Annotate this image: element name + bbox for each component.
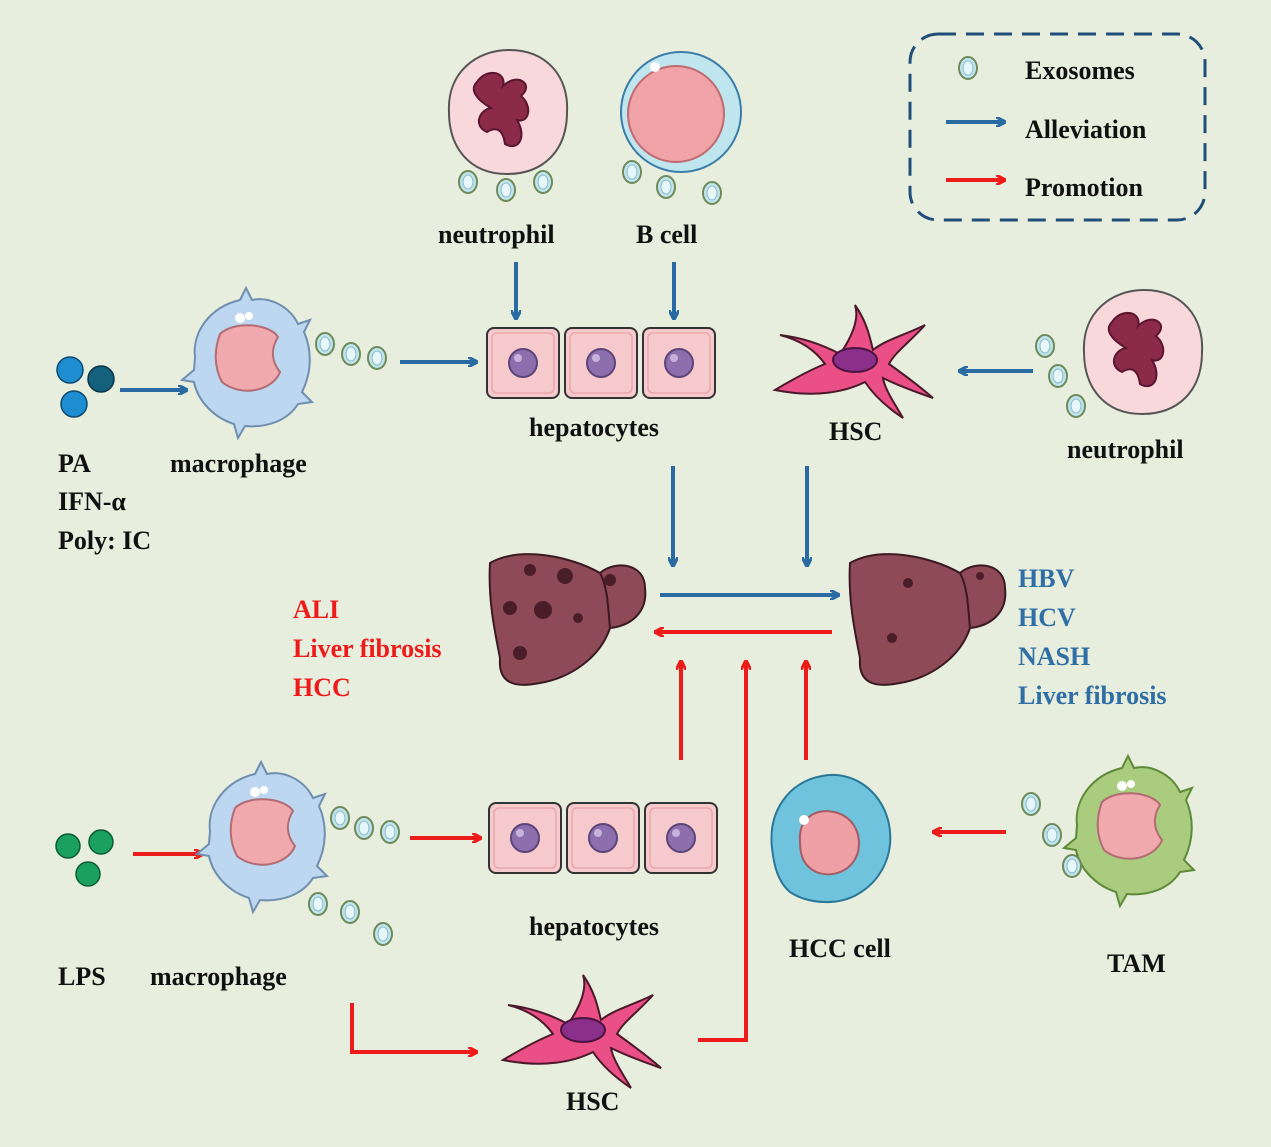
neutrophil-top-cell-icon	[447, 49, 569, 175]
label-hcv: HCV	[1018, 603, 1076, 632]
label-neutrophil-right: neutrophil	[1067, 435, 1184, 464]
macrophage-bottom-icon	[196, 761, 328, 913]
label-hcc-cell: HCC cell	[789, 934, 891, 963]
label-tam: TAM	[1107, 949, 1166, 978]
label-liver-fibrosis-red: Liver fibrosis	[293, 634, 442, 663]
hepatocytes-bottom-icon	[488, 802, 718, 874]
exosome-legend-icon	[958, 56, 978, 80]
legend-box	[908, 32, 1207, 222]
pa-particles-icon	[56, 356, 115, 418]
label-pa: PA	[58, 449, 91, 478]
label-liver-fibrosis-blue: Liver fibrosis	[1018, 681, 1167, 710]
diseased-liver-icon	[488, 553, 647, 686]
label-macrophage-bottom: macrophage	[150, 962, 287, 991]
label-hbv: HBV	[1018, 564, 1075, 593]
arrow-macrophage-to-hsc-bottom	[350, 1003, 476, 1052]
lps-particles-icon	[55, 829, 114, 887]
macrophage-bottom-exosomes-lower	[308, 892, 393, 946]
b-cell-icon	[620, 51, 742, 173]
label-hcc-red: HCC	[293, 673, 351, 702]
label-b-cell: B cell	[636, 220, 697, 249]
hsc-bottom-icon	[502, 974, 662, 1089]
hsc-top-icon	[774, 304, 934, 419]
macrophage-top-exosomes	[315, 332, 387, 370]
macrophage-top-icon	[181, 287, 313, 439]
label-macrophage-top: macrophage	[170, 449, 307, 478]
legend-alleviation: Alleviation	[1025, 115, 1147, 144]
neutrophil-right-exosomes	[1035, 334, 1086, 418]
label-hepatocytes-bottom: hepatocytes	[529, 912, 659, 941]
neutrophil-top-exosomes	[458, 170, 553, 202]
legend-promotion: Promotion	[1025, 173, 1143, 202]
label-hsc-bottom: HSC	[566, 1087, 619, 1116]
label-ifn-alpha: IFN-α	[58, 487, 126, 516]
label-lps: LPS	[58, 962, 106, 991]
macrophage-bottom-exosomes-upper	[330, 806, 400, 844]
hepatocytes-top-icon	[486, 327, 716, 399]
legend-exosomes: Exosomes	[1025, 56, 1135, 85]
hcc-cell-icon	[770, 773, 892, 904]
tam-icon	[1061, 753, 1197, 909]
label-nash: NASH	[1018, 642, 1090, 671]
arrow-hsc-bottom-up	[698, 662, 746, 1042]
healthier-liver-icon	[848, 553, 1007, 686]
label-hsc-top: HSC	[829, 417, 882, 446]
neutrophil-right-cell-icon	[1082, 289, 1204, 415]
label-poly-ic: Poly: IC	[58, 526, 151, 555]
label-hepatocytes-top: hepatocytes	[529, 413, 659, 442]
tam-exosomes	[1021, 792, 1082, 878]
label-neutrophil-top: neutrophil	[438, 220, 555, 249]
label-ali: ALI	[293, 595, 339, 624]
